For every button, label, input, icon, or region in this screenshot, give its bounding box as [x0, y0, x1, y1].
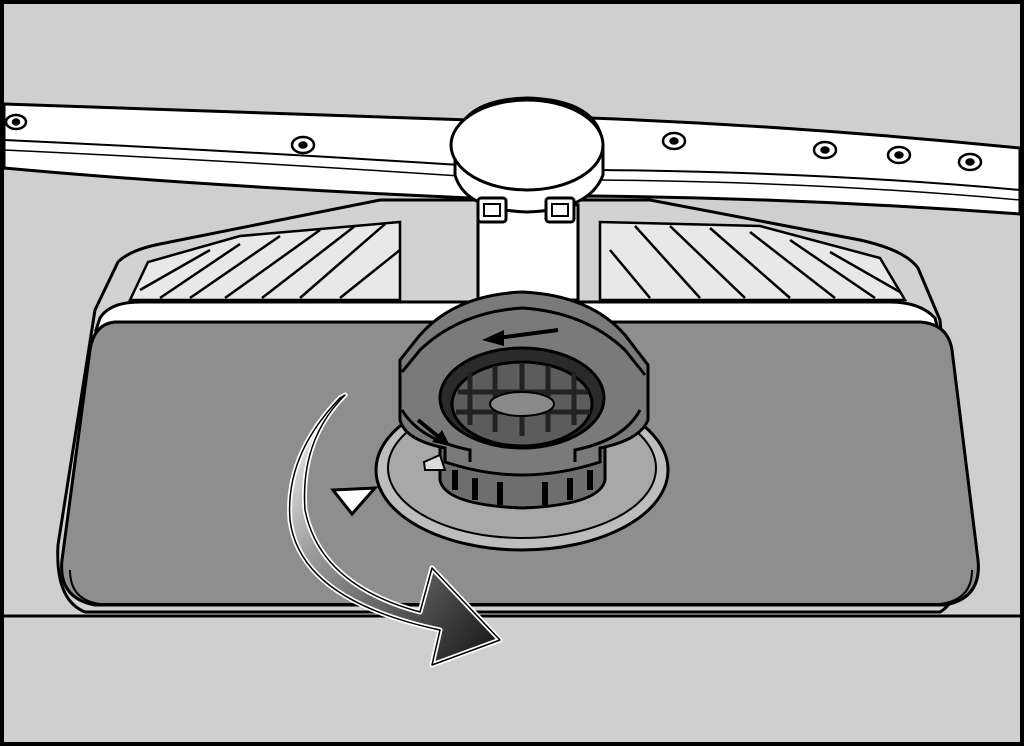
- spray-arm-nozzles: [4, 113, 983, 172]
- unlock-direction-arrow-icon: [416, 418, 450, 446]
- left-grille: [128, 220, 402, 302]
- triangle-marker-icon: [330, 486, 379, 517]
- sump-plate-rim: [69, 569, 973, 605]
- spray-arm-ridge-2: [3, 149, 1021, 201]
- spray-arm-ridge: [3, 139, 1021, 191]
- lock-direction-arrow-icon: [482, 328, 559, 346]
- filter-tab: [422, 453, 447, 471]
- curved-arrow-outline: [288, 394, 501, 666]
- right-grille: [598, 220, 908, 302]
- coarse-filter-cup: [398, 290, 650, 477]
- spray-arm-hub: [449, 96, 605, 224]
